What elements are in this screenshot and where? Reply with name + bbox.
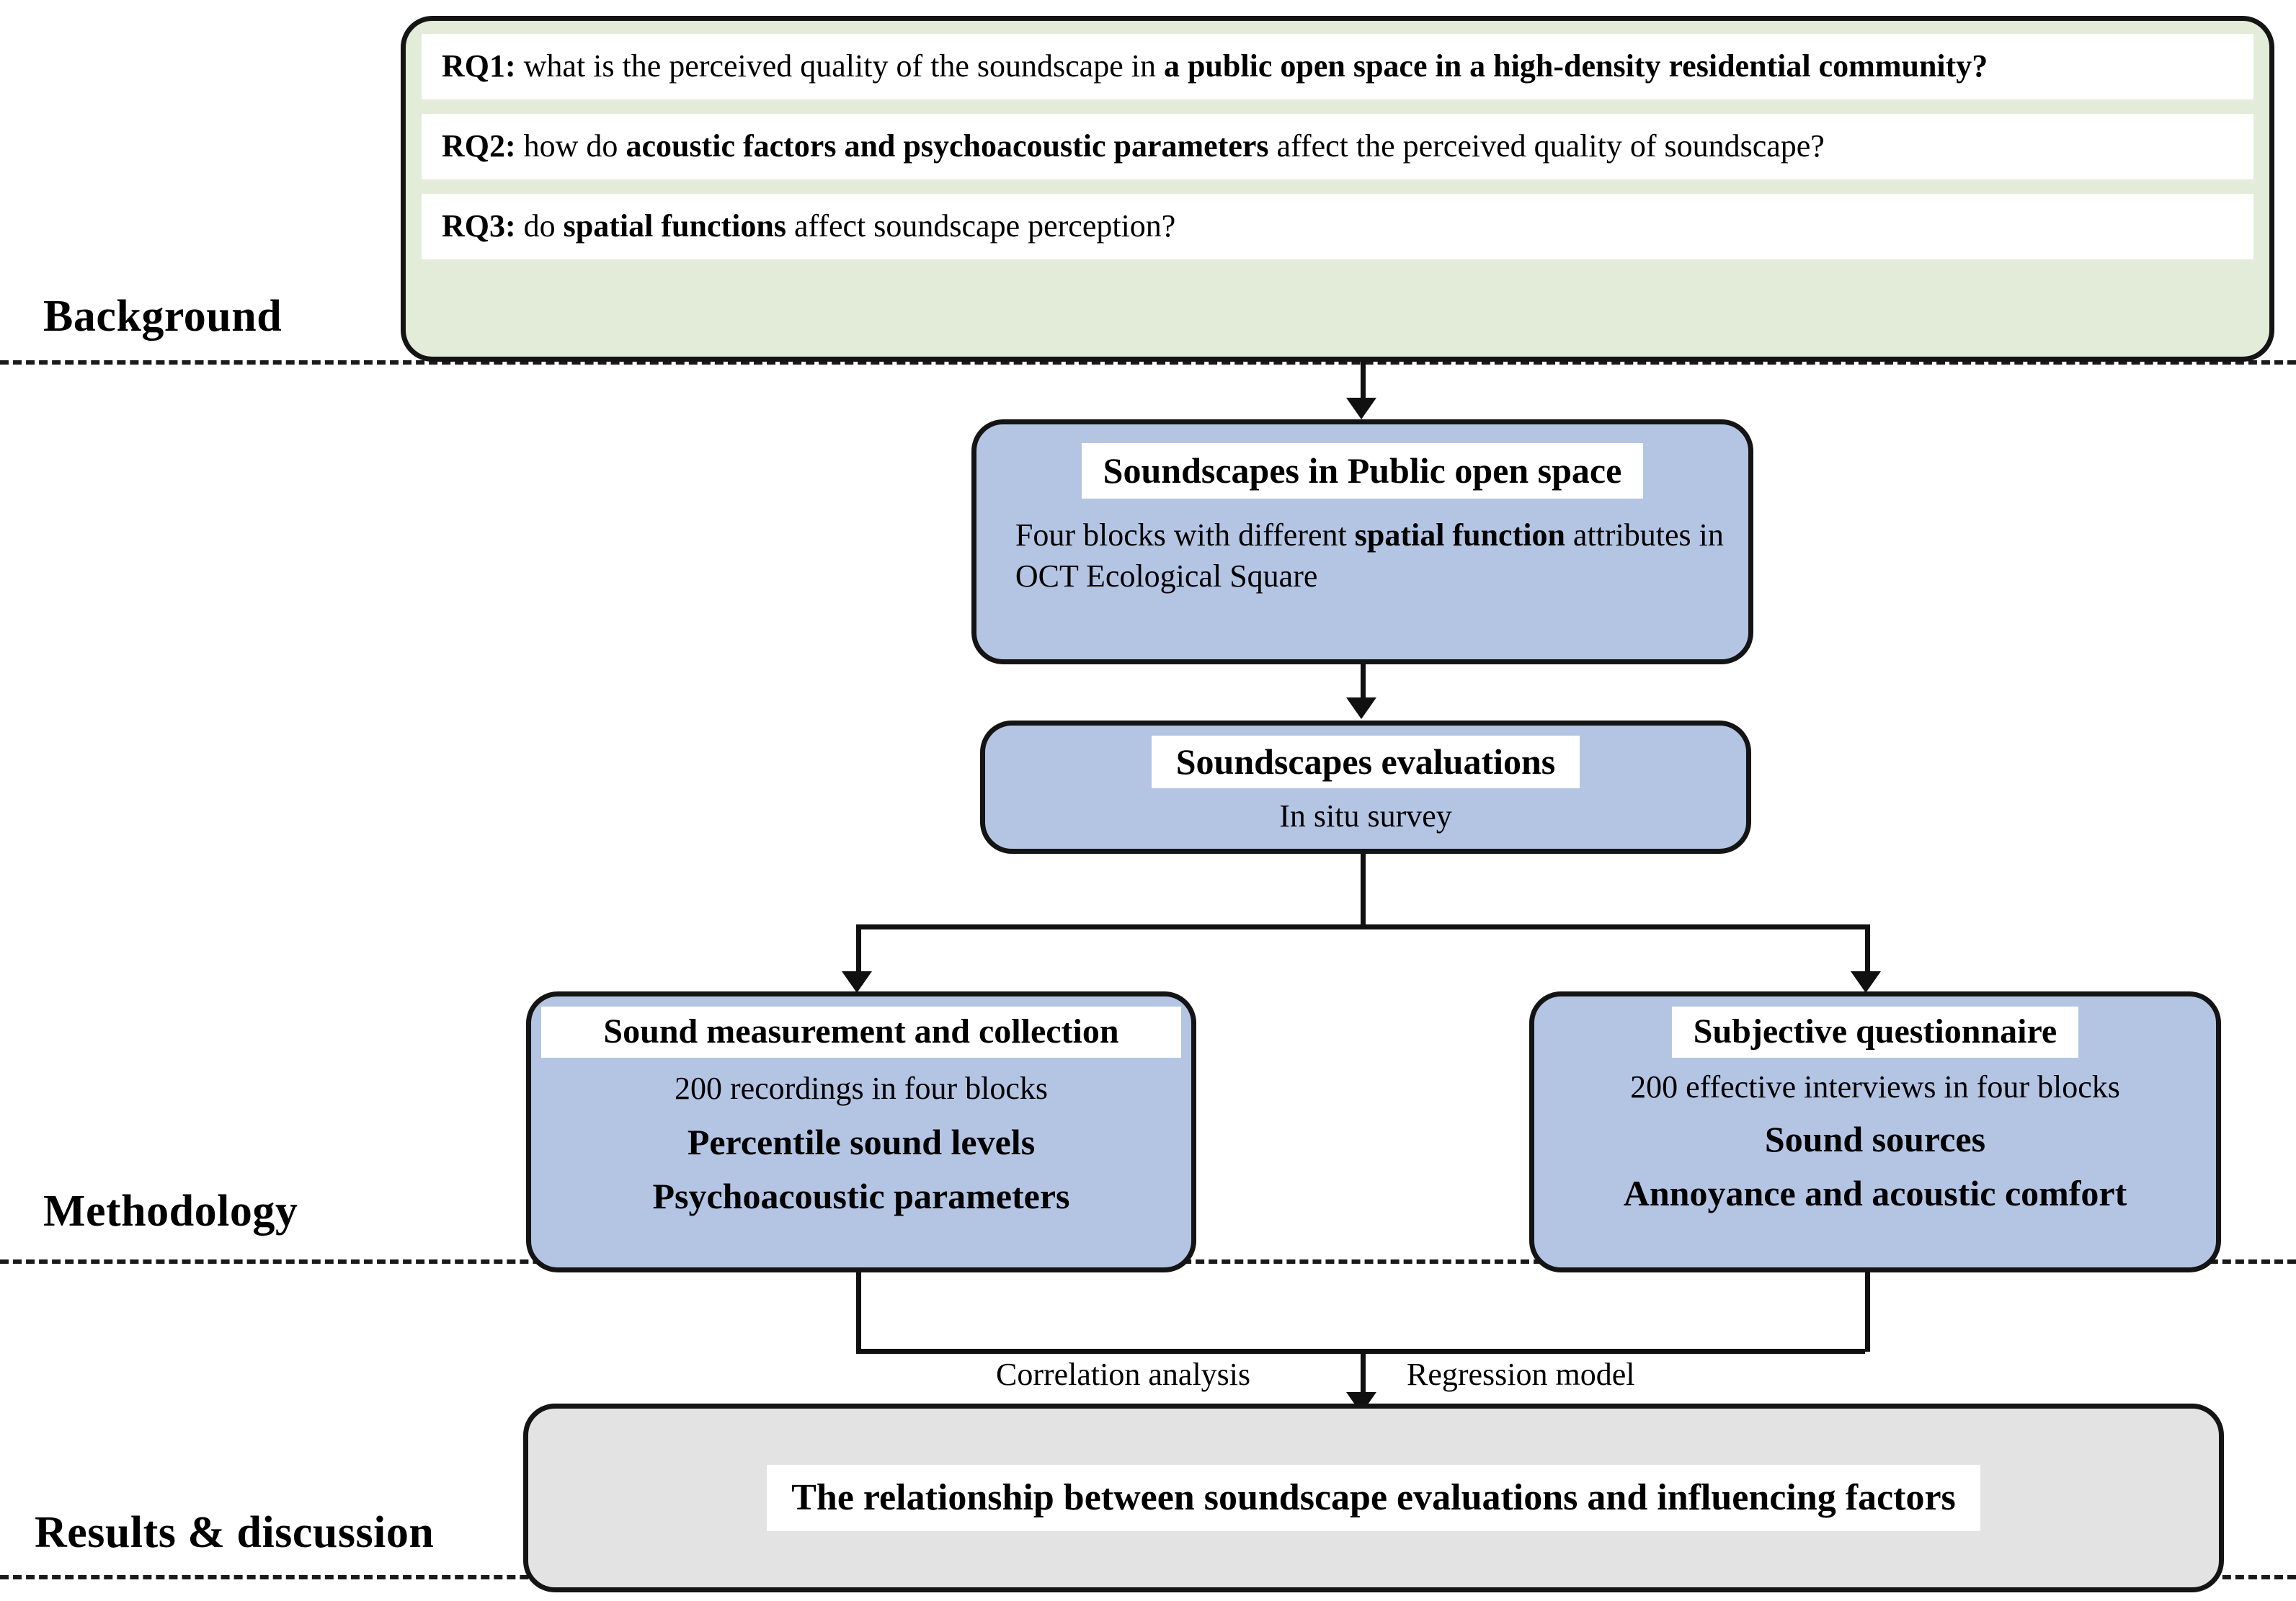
soundscapes-space-body-bold-1: spatial function — [1354, 517, 1565, 553]
rq2-text-plain-2: affect the perceived quality of soundsca… — [1268, 128, 1825, 164]
connector-eval-stem — [1361, 854, 1366, 926]
connector-rq-to-space — [1361, 362, 1366, 402]
connector-space-to-eval — [1361, 664, 1366, 702]
subjective-questionnaire-line-3: Annoyance and acoustic comfort — [1623, 1172, 2127, 1213]
rq2-text-plain-1: how do — [515, 128, 626, 164]
connector-measurement-down — [856, 1272, 861, 1352]
sound-measurement-line-2: Percentile sound levels — [687, 1121, 1036, 1162]
subjective-questionnaire-line-2: Sound sources — [1764, 1118, 1986, 1159]
section-label-background: Background — [43, 292, 282, 341]
node-title-sound-measurement: Sound measurement and collection — [541, 1007, 1181, 1058]
node-title-soundscapes-space: Soundscapes in Public open space — [1081, 443, 1644, 499]
connector-eval-to-measurement — [856, 924, 861, 976]
rq3-text-plain-2: affect soundscape perception? — [786, 208, 1176, 244]
sound-measurement-line-3: Psychoacoustic parameters — [652, 1175, 1070, 1216]
research-questions-panel: RQ1: what is the perceived quality of th… — [401, 16, 2274, 362]
research-question-rq3: RQ3: do spatial functions affect soundsc… — [422, 193, 2253, 259]
section-label-methodology: Methodology — [43, 1187, 298, 1236]
node-title-results-relationship: The relationship between soundscape eval… — [767, 1465, 1980, 1531]
node-subtitle-soundscapes-evaluations: In situ survey — [1279, 798, 1452, 834]
rq2-text-bold-1: acoustic factors and psychoacoustic para… — [626, 128, 1269, 164]
edge-label-correlation-analysis: Correlation analysis — [996, 1357, 1251, 1392]
connector-eval-to-questionnaire — [1865, 924, 1870, 976]
node-soundscapes-in-public-open-space: Soundscapes in Public open space Four bl… — [971, 419, 1753, 664]
rq3-text-bold-1: spatial functions — [563, 208, 786, 244]
arrowhead-eval-to-questionnaire — [1851, 971, 1881, 993]
connector-eval-split-bar — [856, 924, 1865, 929]
connector-merge-to-results — [1361, 1349, 1366, 1414]
research-question-rq2: RQ2: how do acoustic factors and psychoa… — [422, 113, 2253, 179]
arrowhead-eval-to-measurement — [842, 971, 872, 993]
rq2-tag: RQ2: — [442, 128, 516, 164]
subjective-questionnaire-line-1: 200 effective interviews in four blocks — [1630, 1069, 2120, 1105]
node-title-soundscapes-evaluations: Soundscapes evaluations — [1151, 736, 1580, 788]
node-body-soundscapes-space: Four blocks with different spatial funct… — [1000, 514, 1725, 597]
node-subjective-questionnaire: Subjective questionnaire 200 effective i… — [1529, 991, 2221, 1272]
sound-measurement-line-1: 200 recordings in four blocks — [674, 1070, 1049, 1106]
rq1-text-plain-1: what is the perceived quality of the sou… — [515, 48, 1164, 84]
node-soundscapes-evaluations: Soundscapes evaluations In situ survey — [980, 721, 1751, 854]
connector-questionnaire-down — [1865, 1272, 1870, 1352]
node-sound-measurement-and-collection: Sound measurement and collection 200 rec… — [526, 991, 1196, 1272]
soundscapes-space-body-plain-2: attributes in OCT Ecological Square — [1015, 517, 1724, 594]
node-title-subjective-questionnaire: Subjective questionnaire — [1671, 1007, 2079, 1058]
rq3-text-plain-1: do — [515, 208, 564, 244]
rq1-text-bold-1: a public open space in a high-density re… — [1163, 48, 1988, 84]
section-divider-background — [0, 360, 2296, 365]
node-results-relationship: The relationship between soundscape eval… — [523, 1404, 2224, 1592]
arrowhead-rq-to-space — [1346, 398, 1376, 419]
rq1-tag: RQ1: — [442, 48, 516, 84]
section-label-results: Results & discussion — [35, 1508, 435, 1557]
research-question-rq1: RQ1: what is the perceived quality of th… — [422, 34, 2253, 99]
arrowhead-space-to-eval — [1346, 697, 1376, 719]
soundscapes-space-body-plain-1: Four blocks with different — [1015, 517, 1355, 553]
rq3-tag: RQ3: — [442, 208, 516, 244]
edge-label-regression-model: Regression model — [1407, 1357, 1635, 1392]
